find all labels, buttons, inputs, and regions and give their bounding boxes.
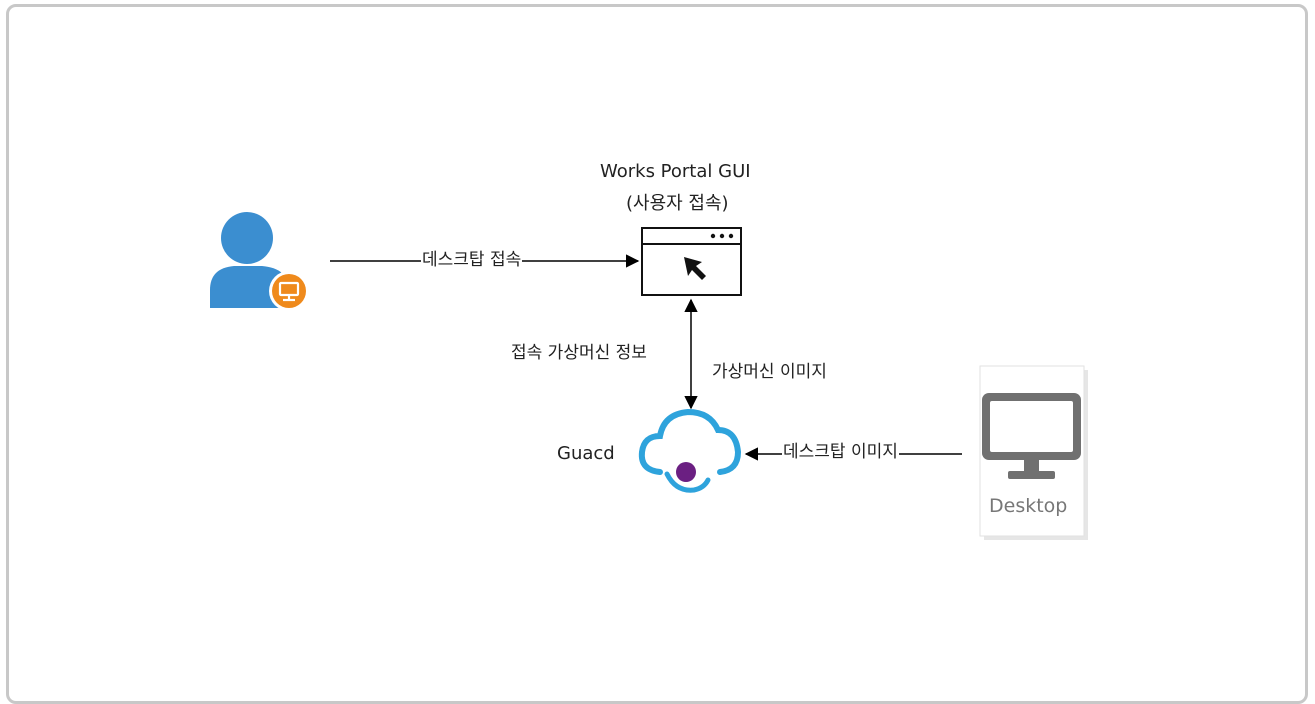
diagram-frame [6, 4, 1308, 704]
desktop-label: Desktop [989, 495, 1068, 517]
browser-window-icon [641, 227, 742, 296]
desktop-icon [979, 365, 1088, 540]
monitor-icon [982, 393, 1081, 479]
edge-label-desktop-to-guacd: 데스크탑 이미지 [782, 442, 899, 463]
portal-title-line2: (사용자 접속) [626, 193, 729, 214]
guacd-label: Guacd [557, 443, 615, 464]
edge-label-portal-guacd-left: 접속 가상머신 정보 [511, 343, 647, 363]
monitor-badge-icon [269, 271, 309, 311]
user-icon [210, 212, 309, 311]
portal-title-line1: Works Portal GUI [600, 161, 751, 182]
edge-label-user-to-portal: 데스크탑 접속 [421, 250, 523, 271]
cloud-icon [638, 408, 742, 493]
edge-label-portal-guacd-right: 가상머신 이미지 [712, 362, 827, 382]
cursor-icon [684, 257, 706, 280]
